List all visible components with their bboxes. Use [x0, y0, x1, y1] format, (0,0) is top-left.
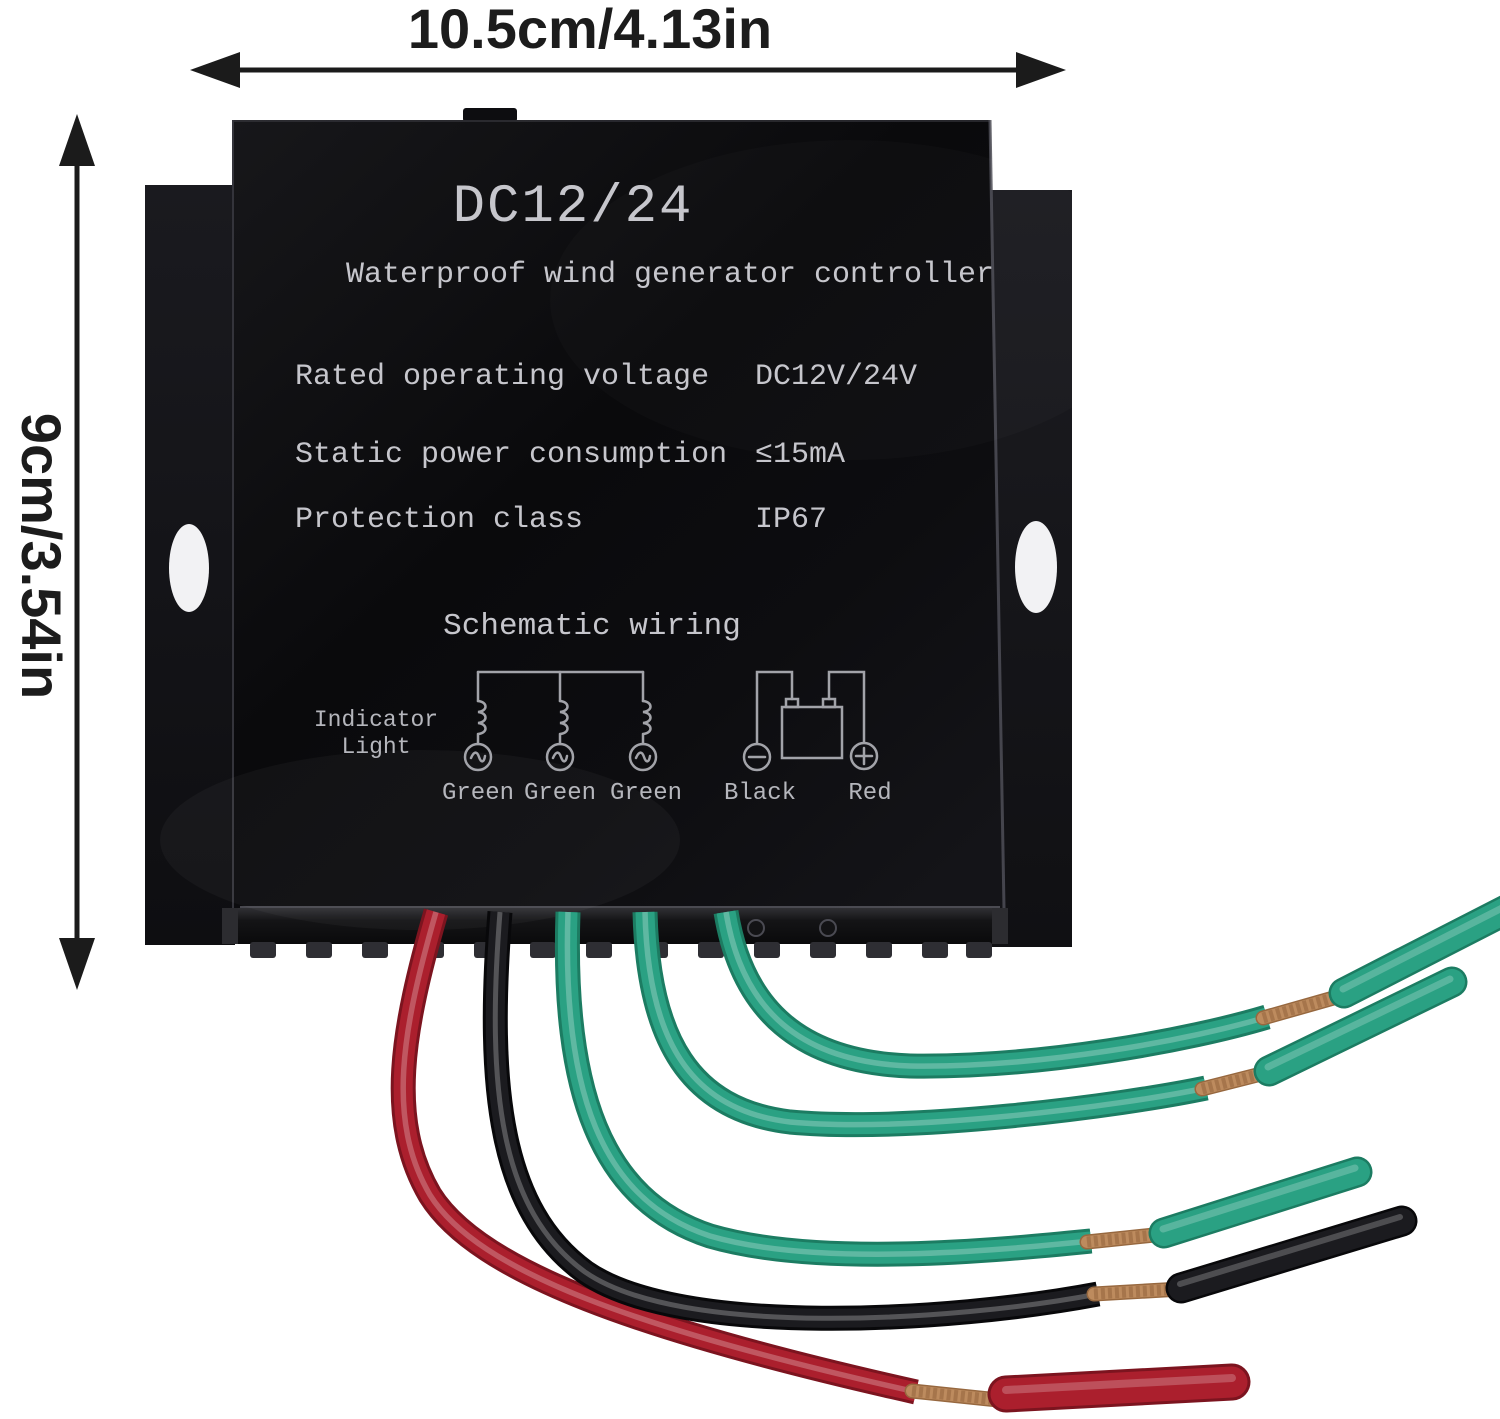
indicator-label: Indicator: [314, 707, 438, 733]
flange-left-cap: [222, 908, 238, 944]
gland-screw: [819, 919, 837, 937]
schematic-lines: [463, 670, 879, 772]
tooth: [362, 942, 388, 958]
height-dimension-label: 9cm/3.54in: [10, 413, 73, 699]
inductor-coil-icon: [641, 699, 652, 746]
tooth: [698, 942, 724, 958]
ac-wave-icon: [634, 751, 652, 763]
flange-teeth: [250, 942, 992, 958]
schematic-title: Schematic wiring: [443, 609, 741, 644]
spec-label: Rated operating voltage: [295, 360, 709, 394]
battery-terminal: [821, 697, 837, 709]
tooth: [866, 942, 892, 958]
case-front-face: [232, 120, 1004, 908]
negative-wire-label: Black: [724, 780, 796, 807]
tooth: [966, 942, 992, 958]
battery-icon: [780, 705, 844, 760]
spec-value: IP67: [755, 503, 827, 537]
tooth: [306, 942, 332, 958]
tooth: [922, 942, 948, 958]
inductor-coil-icon: [476, 699, 487, 746]
plus-sign: [854, 746, 874, 766]
wiring-schematic: Indicator Light Green Green Green Black …: [314, 670, 892, 807]
ac-source-icon: [628, 742, 658, 772]
black-wire: [482, 911, 1418, 1331]
battery-negative-lead: [755, 670, 794, 745]
gland-screw: [747, 919, 765, 937]
ac-source-icon: [463, 742, 493, 772]
label-text: DC12/24 Waterproof wind generator contro…: [295, 177, 994, 644]
positive-wire-label: Red: [848, 780, 891, 807]
ac-source-icon: [545, 742, 575, 772]
spec-value: ≤15mA: [755, 438, 845, 472]
phase-wire-label: Green: [524, 780, 596, 807]
face-right-edge: [988, 119, 1006, 909]
left-mounting-slot: [169, 524, 209, 612]
bottom-flange: [222, 908, 1008, 944]
right-mounting-slot: [1015, 521, 1057, 613]
ac-wave-icon: [551, 751, 569, 763]
width-dimension-label: 10.5cm/4.13in: [408, 0, 772, 60]
phase-drop-lines: [476, 670, 645, 703]
indicator-label: Light: [341, 734, 410, 760]
output-wires: [390, 895, 1500, 1413]
inductor-coil-icon: [558, 699, 569, 746]
device-subtitle: Waterproof wind generator controller: [346, 258, 994, 292]
spec-value: DC12V/24V: [755, 360, 917, 394]
battery-terminal: [784, 697, 800, 709]
tooth: [586, 942, 612, 958]
green-wire-1: [554, 911, 1373, 1267]
arrow-right-icon: [1016, 52, 1066, 88]
arrow-left-icon: [190, 52, 240, 88]
ac-wave-icon: [469, 751, 487, 763]
green-wire-2: [632, 911, 1468, 1138]
tooth: [810, 942, 836, 958]
tooth: [250, 942, 276, 958]
spec-label: Static power consumption: [295, 438, 727, 472]
battery-positive-lead: [827, 670, 866, 744]
phase-wire-label: Green: [610, 780, 682, 807]
case-top-tab: [463, 108, 517, 122]
device-title: DC12/24: [453, 177, 694, 238]
arrow-down-icon: [59, 938, 95, 990]
red-wire: [390, 908, 1251, 1413]
flange-right-cap: [992, 908, 1008, 944]
height-dimension: 9cm/3.54in: [10, 114, 95, 990]
phase-wire-label: Green: [442, 780, 514, 807]
plus-terminal-icon: [849, 741, 879, 771]
width-dimension: 10.5cm/4.13in: [190, 0, 1066, 88]
arrow-up-icon: [59, 114, 95, 166]
tooth: [754, 942, 780, 958]
gloss-reflection: [160, 750, 680, 930]
controller-case: [145, 108, 1072, 958]
minus-terminal-icon: [742, 742, 772, 772]
green-wire-3: [713, 895, 1500, 1079]
tooth: [530, 942, 556, 958]
spec-label: Protection class: [295, 503, 583, 537]
